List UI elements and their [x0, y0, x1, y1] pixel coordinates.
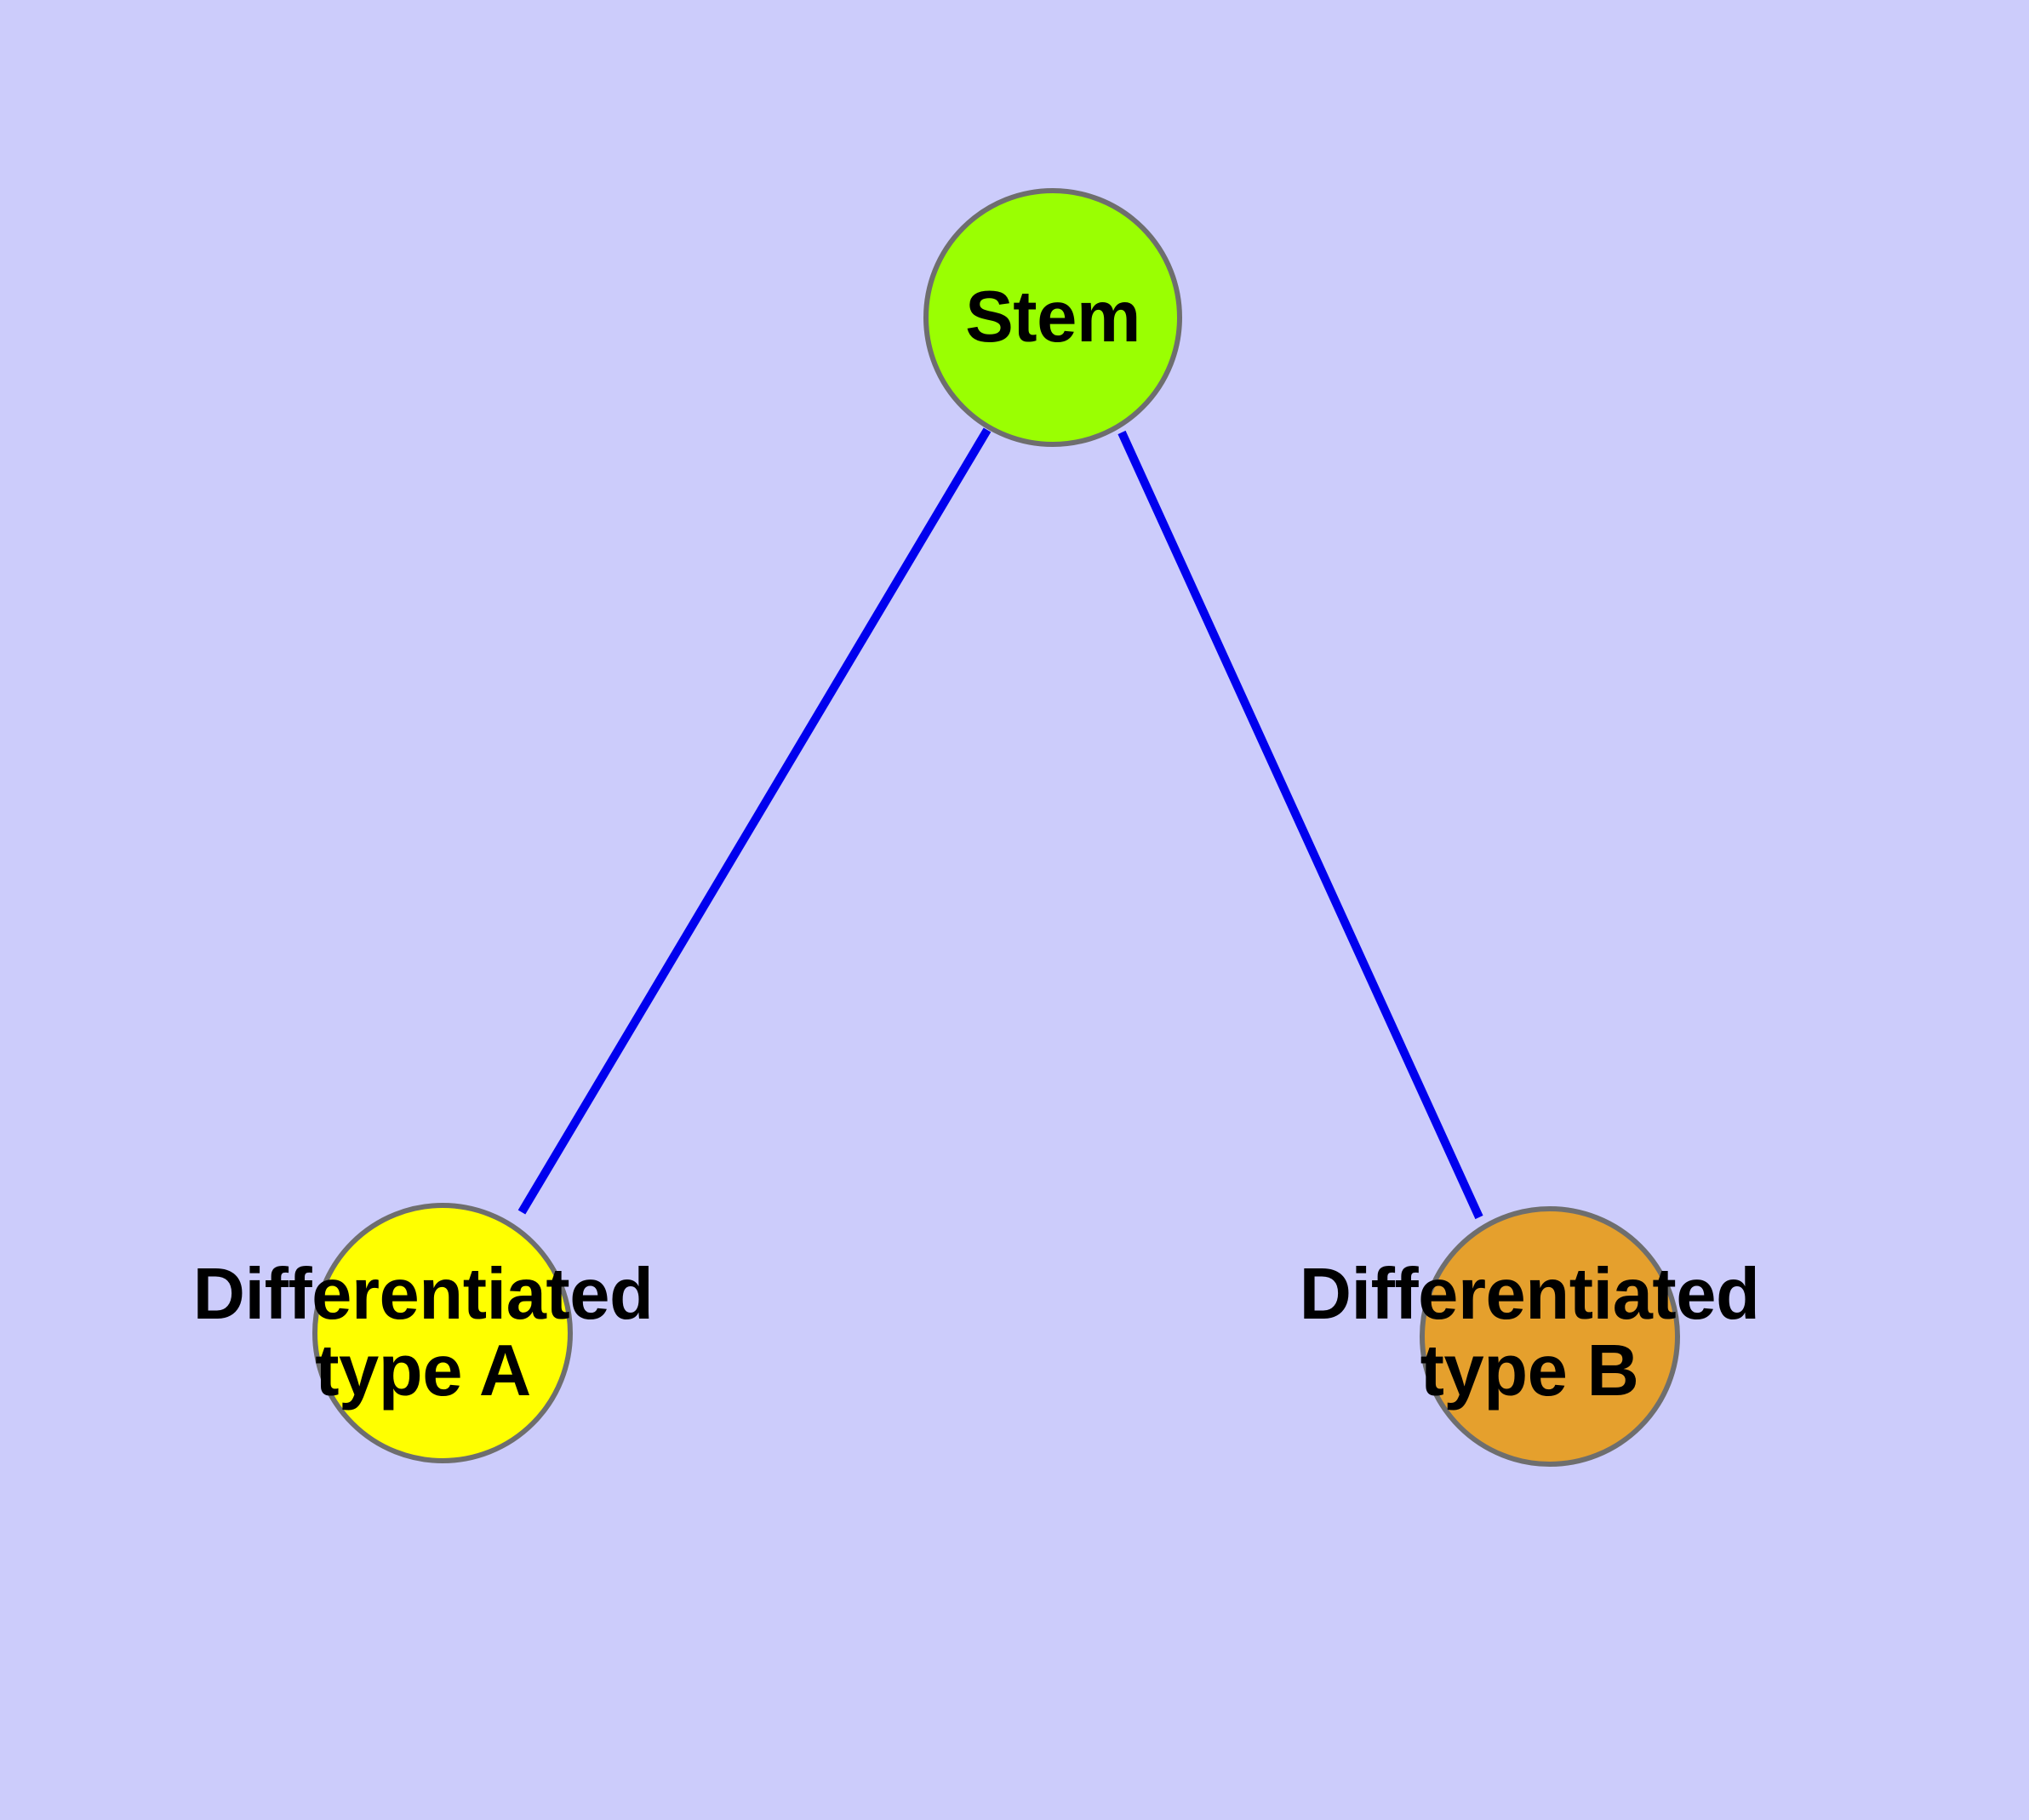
node-stem[interactable] — [923, 188, 1182, 447]
node-label-line: Differentiated — [192, 1254, 654, 1335]
node-label-line: Differentiated — [1299, 1254, 1760, 1335]
edge-stem-to-diff_a — [517, 427, 992, 1215]
node-label-line: type B — [1420, 1331, 1639, 1412]
node-label-line: type A — [315, 1331, 531, 1412]
edge-stem-to-diff_b — [1117, 430, 1483, 1220]
node-diff_b[interactable] — [1420, 1206, 1680, 1467]
node-label-stem: Stem — [38, 277, 2029, 358]
node-label-line: Stem — [965, 277, 1140, 358]
node-diff_a[interactable] — [312, 1203, 573, 1463]
